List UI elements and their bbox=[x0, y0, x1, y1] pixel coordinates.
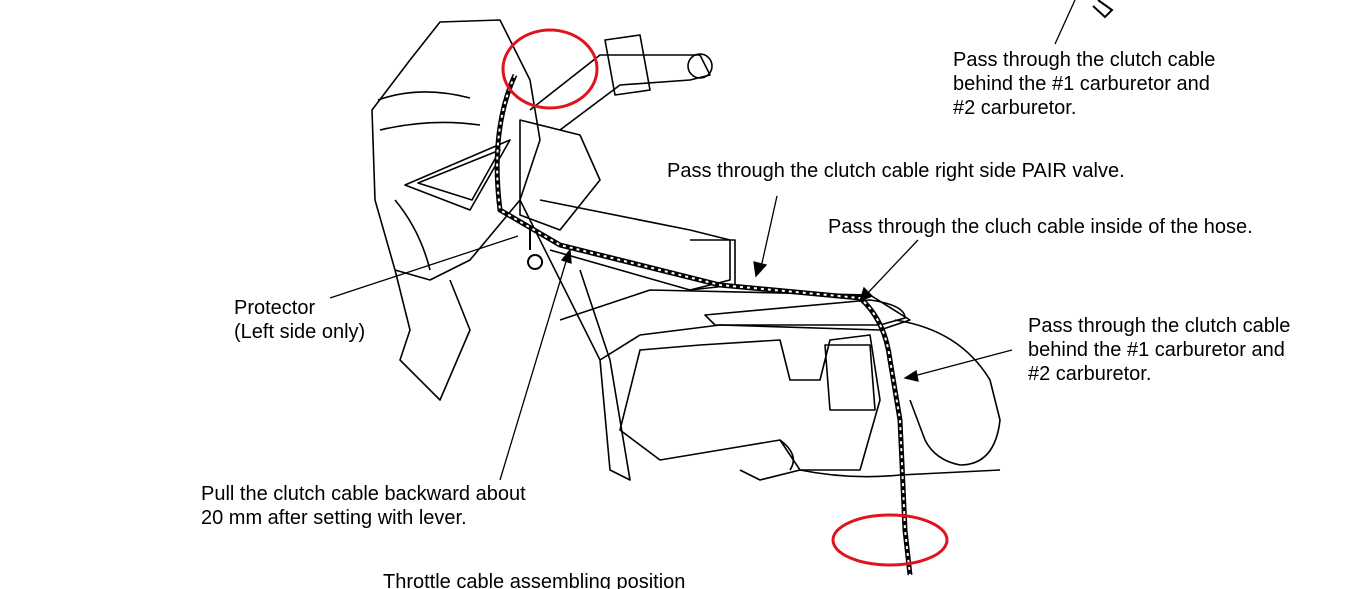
label-line: (Left side only) bbox=[234, 321, 366, 343]
label-line: 20 mm after setting with lever. bbox=[201, 507, 467, 529]
leader-line bbox=[329, 235, 519, 299]
leader-line bbox=[1054, 0, 1076, 45]
label-line: #2 carburetor. bbox=[1028, 363, 1152, 385]
label-hose: Pass through the cluch cable inside of t… bbox=[828, 216, 1253, 238]
label-carburetor: Pass through the clutch cable behind the… bbox=[1028, 314, 1290, 386]
fitting bbox=[1092, 0, 1114, 19]
triangle-bracket bbox=[404, 139, 511, 211]
label-pull-cable: Pull the clutch cable backward about 20 … bbox=[201, 482, 526, 530]
leader-line bbox=[499, 254, 569, 481]
label-top-right: Pass through the clutch cable behind the… bbox=[953, 48, 1215, 120]
label-line: #2 carburetor. bbox=[953, 97, 1077, 119]
label-line: Pull the clutch cable backward about bbox=[201, 483, 526, 505]
highlight-circle-cable-end bbox=[831, 513, 949, 567]
label-line: Pass through the clutch cable bbox=[1028, 315, 1291, 337]
label-line: Protector bbox=[234, 297, 316, 319]
label-protector: Protector (Left side only) bbox=[234, 296, 365, 344]
fork-left bbox=[394, 269, 471, 401]
label-line: behind the #1 carburetor and bbox=[1028, 339, 1285, 361]
label-line: Pass through the clutch cable bbox=[953, 49, 1216, 71]
fork-right bbox=[519, 199, 631, 481]
leader-line bbox=[909, 349, 1013, 378]
hose bbox=[704, 299, 906, 326]
engine bbox=[619, 334, 881, 471]
handlebar bbox=[529, 54, 711, 131]
highlight-circle-lever bbox=[501, 28, 599, 110]
steering-stem bbox=[519, 119, 601, 231]
headlight bbox=[371, 19, 541, 281]
leader-line bbox=[863, 239, 919, 298]
label-line: behind the #1 carburetor and bbox=[953, 73, 1210, 95]
frame-top bbox=[539, 199, 731, 291]
tank-side bbox=[894, 319, 1001, 466]
label-throttle: Throttle cable assembling position bbox=[383, 571, 686, 589]
label-pair-valve: Pass through the clutch cable right side… bbox=[667, 160, 1125, 182]
leader-line bbox=[759, 195, 778, 273]
